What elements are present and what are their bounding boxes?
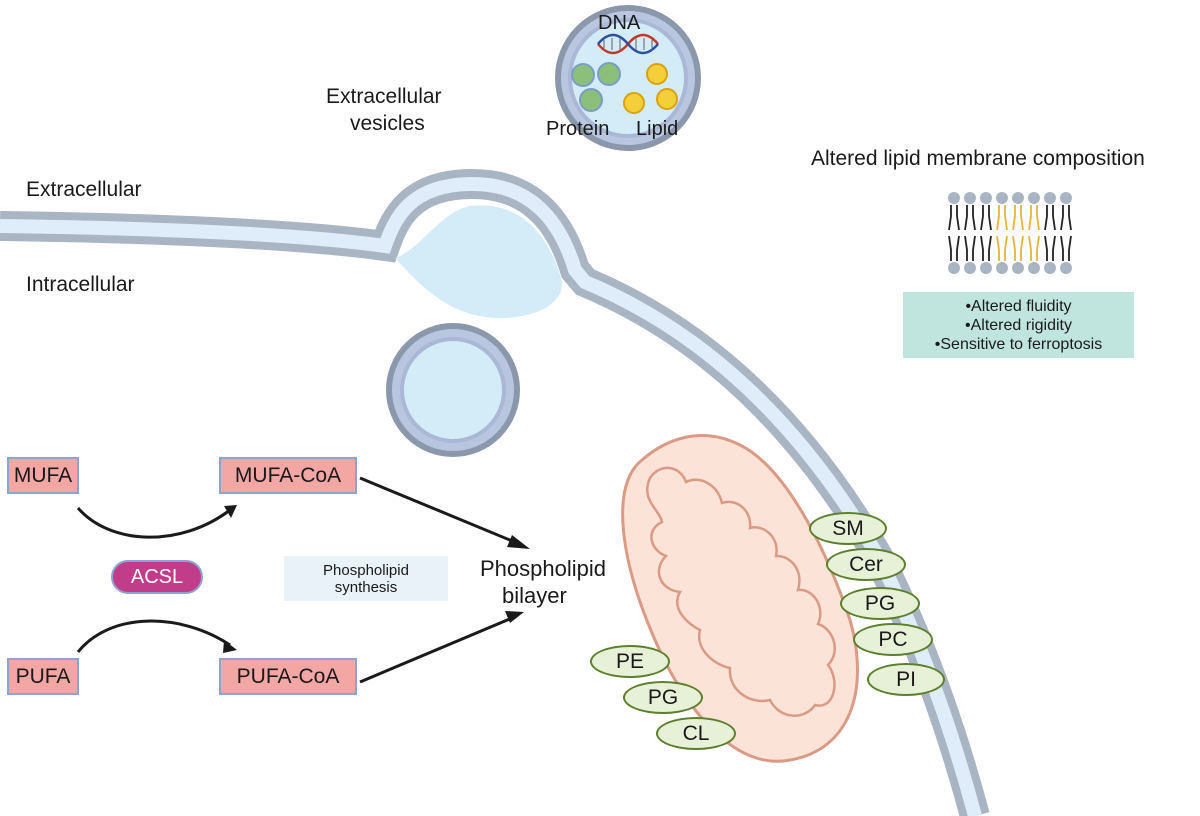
phospholipid-synthesis-box: Phospholipid synthesis (284, 556, 448, 601)
budding-vesicle-lumen (395, 205, 562, 318)
property-ferroptosis: •Sensitive to ferroptosis (934, 335, 1103, 353)
lipid-head (980, 262, 992, 274)
lipid-head (996, 262, 1008, 274)
lipid-tail (1060, 205, 1072, 231)
lipid-icon (623, 63, 678, 114)
lipid-oval-pi: PI (867, 663, 945, 696)
lipid-tail (1044, 235, 1056, 261)
pufa-coa-box: PUFA-CoA (219, 658, 357, 695)
lipid-tail (1044, 205, 1056, 231)
lipid-head (1012, 262, 1024, 274)
extracellular-label: Extracellular (26, 178, 142, 201)
acsl-enzyme: ACSL (111, 560, 203, 594)
arrowhead (505, 611, 524, 623)
lipid-head (948, 192, 960, 204)
lipid-head (996, 192, 1008, 204)
lipid-tail (1028, 235, 1040, 261)
lipid-tail (1012, 205, 1024, 231)
lipid-head (964, 192, 976, 204)
intracellular-label: Intracellular (26, 273, 135, 296)
protein-icon (571, 62, 621, 112)
mufa-coa-box: MUFA-CoA (219, 457, 357, 494)
lipid-tail (980, 235, 992, 261)
arrowhead (223, 640, 237, 653)
lipid-head (1012, 192, 1024, 204)
extracellular-vesicles-label: Extracellular vesicles (326, 85, 442, 135)
mitochondrion-icon (621, 434, 859, 763)
lipid-oval-pe: PE (590, 645, 670, 678)
protein-label: Protein (546, 118, 610, 140)
lipid-oval-cer: Cer (826, 548, 906, 581)
dna-label: DNA (598, 12, 641, 34)
lipid-oval-pg: PG (840, 587, 920, 620)
arrowhead (224, 505, 237, 518)
lipid-bilayer-icon (948, 192, 1072, 274)
mufa-box: MUFA (7, 457, 79, 494)
lipid-label: Lipid (636, 118, 679, 140)
lipid-tail (948, 205, 960, 231)
lipid-head (1028, 262, 1040, 274)
lipid-head (1044, 192, 1056, 204)
lipid-oval-mito-pg: PG (623, 681, 703, 714)
pathway-arrows (76, 476, 530, 684)
lipid-tail (964, 205, 976, 231)
lipid-head (980, 192, 992, 204)
lipid-oval-sm: SM (809, 512, 887, 545)
lipid-head (964, 262, 976, 274)
lipid-oval-pc: PC (853, 623, 933, 656)
lipid-oval-cl: CL (656, 717, 736, 750)
property-rigidity: •Altered rigidity (965, 316, 1072, 334)
dna-helix-icon (597, 33, 659, 55)
lipid-head (1060, 192, 1072, 204)
phospholipid-bilayer-label: Phospholipid bilayer (480, 556, 606, 608)
lipid-tail (948, 235, 960, 261)
arrowhead (507, 535, 530, 549)
lipid-tail (1028, 205, 1040, 231)
lipid-tail (996, 235, 1008, 261)
extracellular-vesicle (555, 5, 701, 151)
pufa-box: PUFA (7, 658, 79, 695)
membrane-properties-box: •Altered fluidity •Altered rigidity •Sen… (903, 292, 1134, 358)
lipid-head (1028, 192, 1040, 204)
lipid-head (948, 262, 960, 274)
altered-composition-title: Altered lipid membrane composition (811, 147, 1145, 170)
intracellular-vesicle (386, 323, 520, 457)
property-fluidity: •Altered fluidity (965, 297, 1072, 315)
lipid-tail (1060, 235, 1072, 261)
lipid-tail (964, 235, 976, 261)
lipid-head (1044, 262, 1056, 274)
lipid-tail (980, 205, 992, 231)
lipid-head (1060, 262, 1072, 274)
lipid-tail (996, 205, 1008, 231)
lipid-tail (1012, 235, 1024, 261)
